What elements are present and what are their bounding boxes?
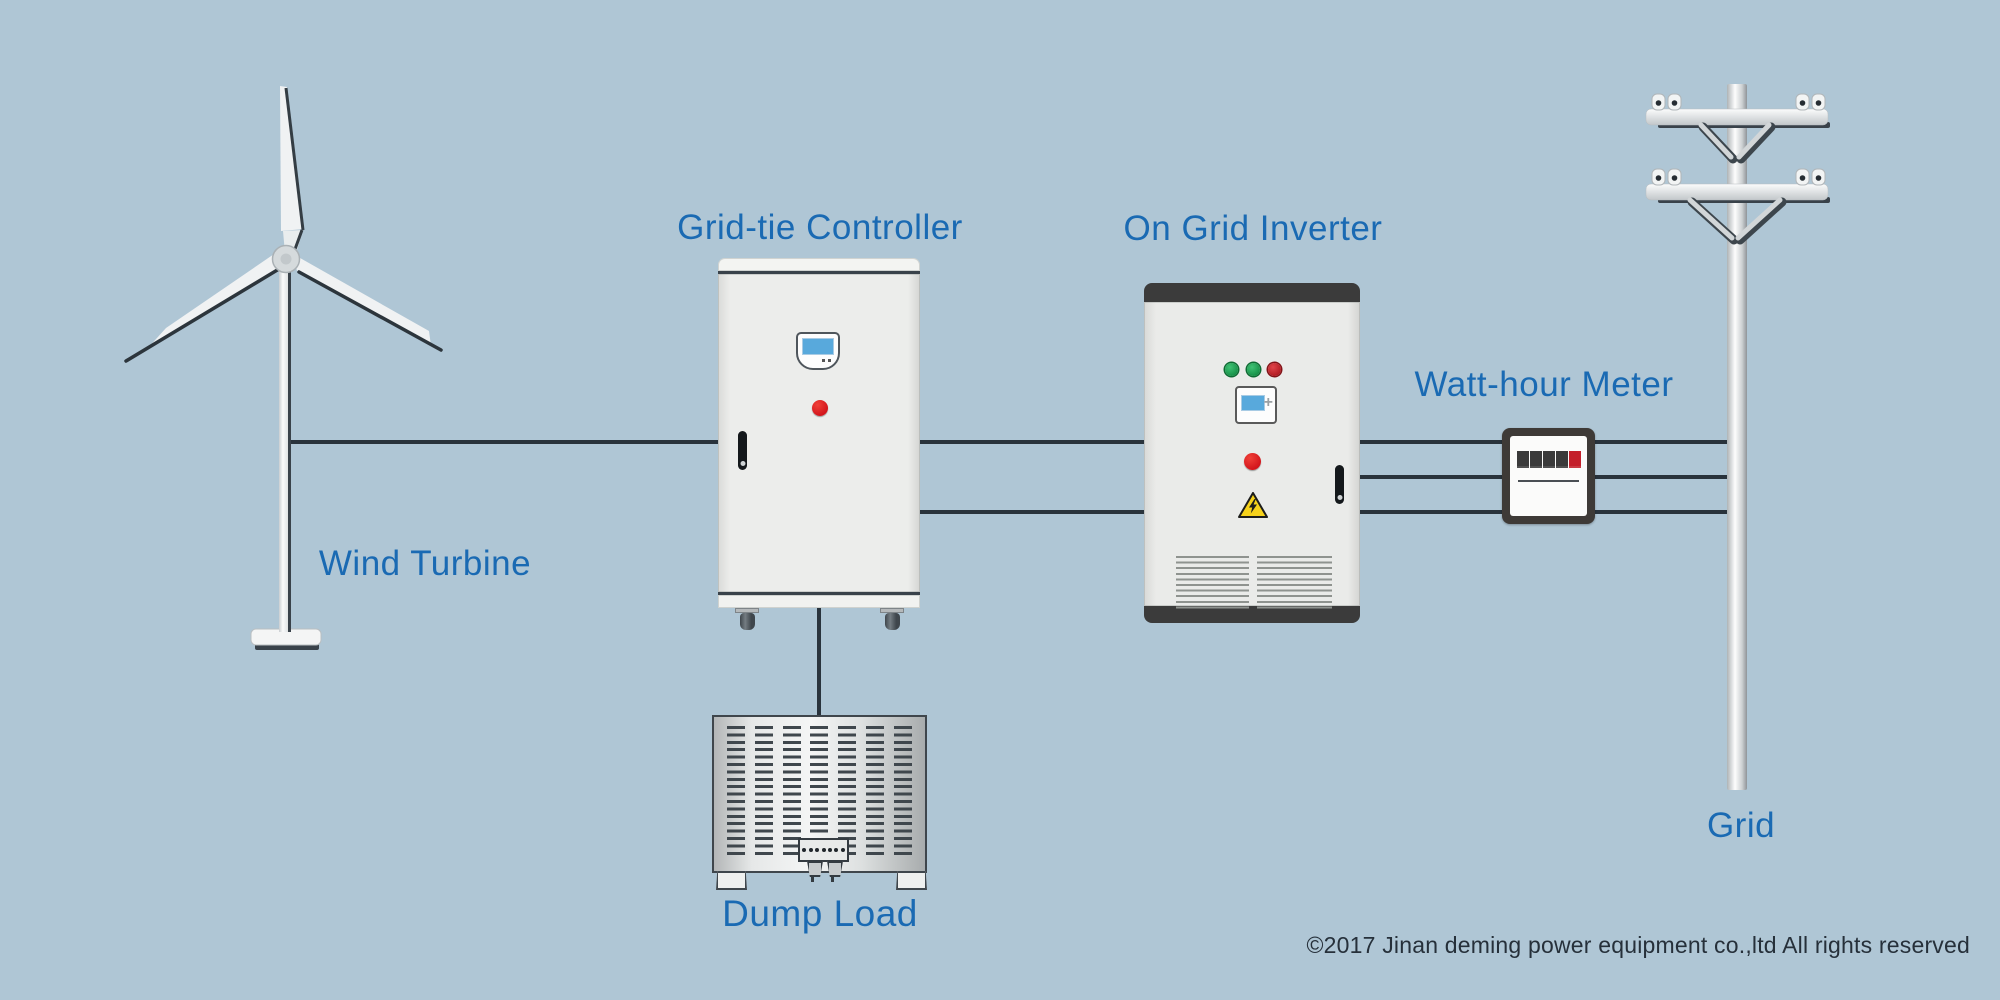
inverter-lcd-screen-icon <box>1241 395 1265 411</box>
controller-base-strip <box>718 595 920 608</box>
inverter-display-plus: + <box>1263 394 1273 411</box>
controller-keyhole <box>740 461 745 466</box>
plug-stem <box>831 875 834 882</box>
label-grid: Grid <box>1706 806 1776 845</box>
controller-caster-left <box>735 608 759 632</box>
inverter-vent-grille-right <box>1257 556 1332 612</box>
controller-front-panel <box>718 274 920 595</box>
turbine-blade-right <box>293 254 431 346</box>
dump-load-heatsink-box <box>712 715 927 882</box>
label-dump-load: Dump Load <box>722 893 918 934</box>
label-grid-tie-controller: Grid-tie Controller <box>677 208 963 247</box>
pole-mast <box>1727 84 1747 790</box>
grid-tie-controller-cabinet <box>718 258 920 632</box>
dump-load-plug-right <box>827 861 843 877</box>
controller-display-dot <box>822 359 825 362</box>
dump-load-foot-right <box>896 871 927 890</box>
dump-load-terminal-block <box>798 838 849 862</box>
pole-insulator-bolts <box>1655 100 1822 181</box>
turbine-blade-left <box>147 252 281 349</box>
turbine-tower-edge <box>288 250 291 632</box>
inverter-display-panel: + <box>1235 386 1277 424</box>
controller-caster-right <box>880 608 904 632</box>
meter-digit-register-icon <box>1517 451 1581 468</box>
inverter-red-button <box>1244 453 1261 470</box>
pole-crossarm-upper <box>1645 108 1829 126</box>
wind-turbine-graphic <box>124 86 443 650</box>
inverter-led-green-1 <box>1225 363 1238 376</box>
watt-hour-meter-box <box>1502 428 1595 524</box>
inverter-door-handle <box>1335 465 1344 504</box>
inverter-front-panel: + <box>1144 302 1360 612</box>
controller-lcd-screen-icon <box>802 338 834 355</box>
controller-door-handle <box>738 431 747 470</box>
on-grid-inverter-cabinet: + <box>1144 283 1360 623</box>
controller-red-button <box>812 400 828 416</box>
label-on-grid-inverter: On Grid Inverter <box>1123 209 1383 248</box>
meter-face <box>1510 436 1587 516</box>
controller-casters <box>718 608 920 632</box>
controller-display-panel <box>796 332 840 370</box>
dump-load-plug-left <box>807 861 823 877</box>
meter-divider-line <box>1518 480 1579 482</box>
inverter-led-red <box>1268 363 1281 376</box>
dump-load-fins <box>727 726 912 858</box>
turbine-tower <box>279 250 290 632</box>
grid-pole-graphic <box>1645 84 1830 790</box>
label-watt-hour-meter: Watt-hour Meter <box>1414 365 1674 404</box>
pole-crossarm-lower <box>1645 183 1829 201</box>
controller-display-dot <box>828 359 831 362</box>
controller-top-cap <box>718 258 920 274</box>
inverter-top-bar <box>1144 283 1360 302</box>
dump-load-unit <box>712 715 927 890</box>
copyright-text: ©2017 Jinan deming power equipment co.,l… <box>1306 932 1970 958</box>
inverter-led-green-2 <box>1247 363 1260 376</box>
inverter-vent-grille-left <box>1176 556 1249 612</box>
high-voltage-warning-icon <box>1238 492 1268 523</box>
dump-load-foot-left <box>716 871 747 890</box>
inverter-keyhole <box>1337 495 1342 500</box>
label-wind-turbine: Wind Turbine <box>318 544 532 583</box>
meter-red-digit-cell <box>1569 451 1581 468</box>
plug-stem <box>811 875 814 882</box>
